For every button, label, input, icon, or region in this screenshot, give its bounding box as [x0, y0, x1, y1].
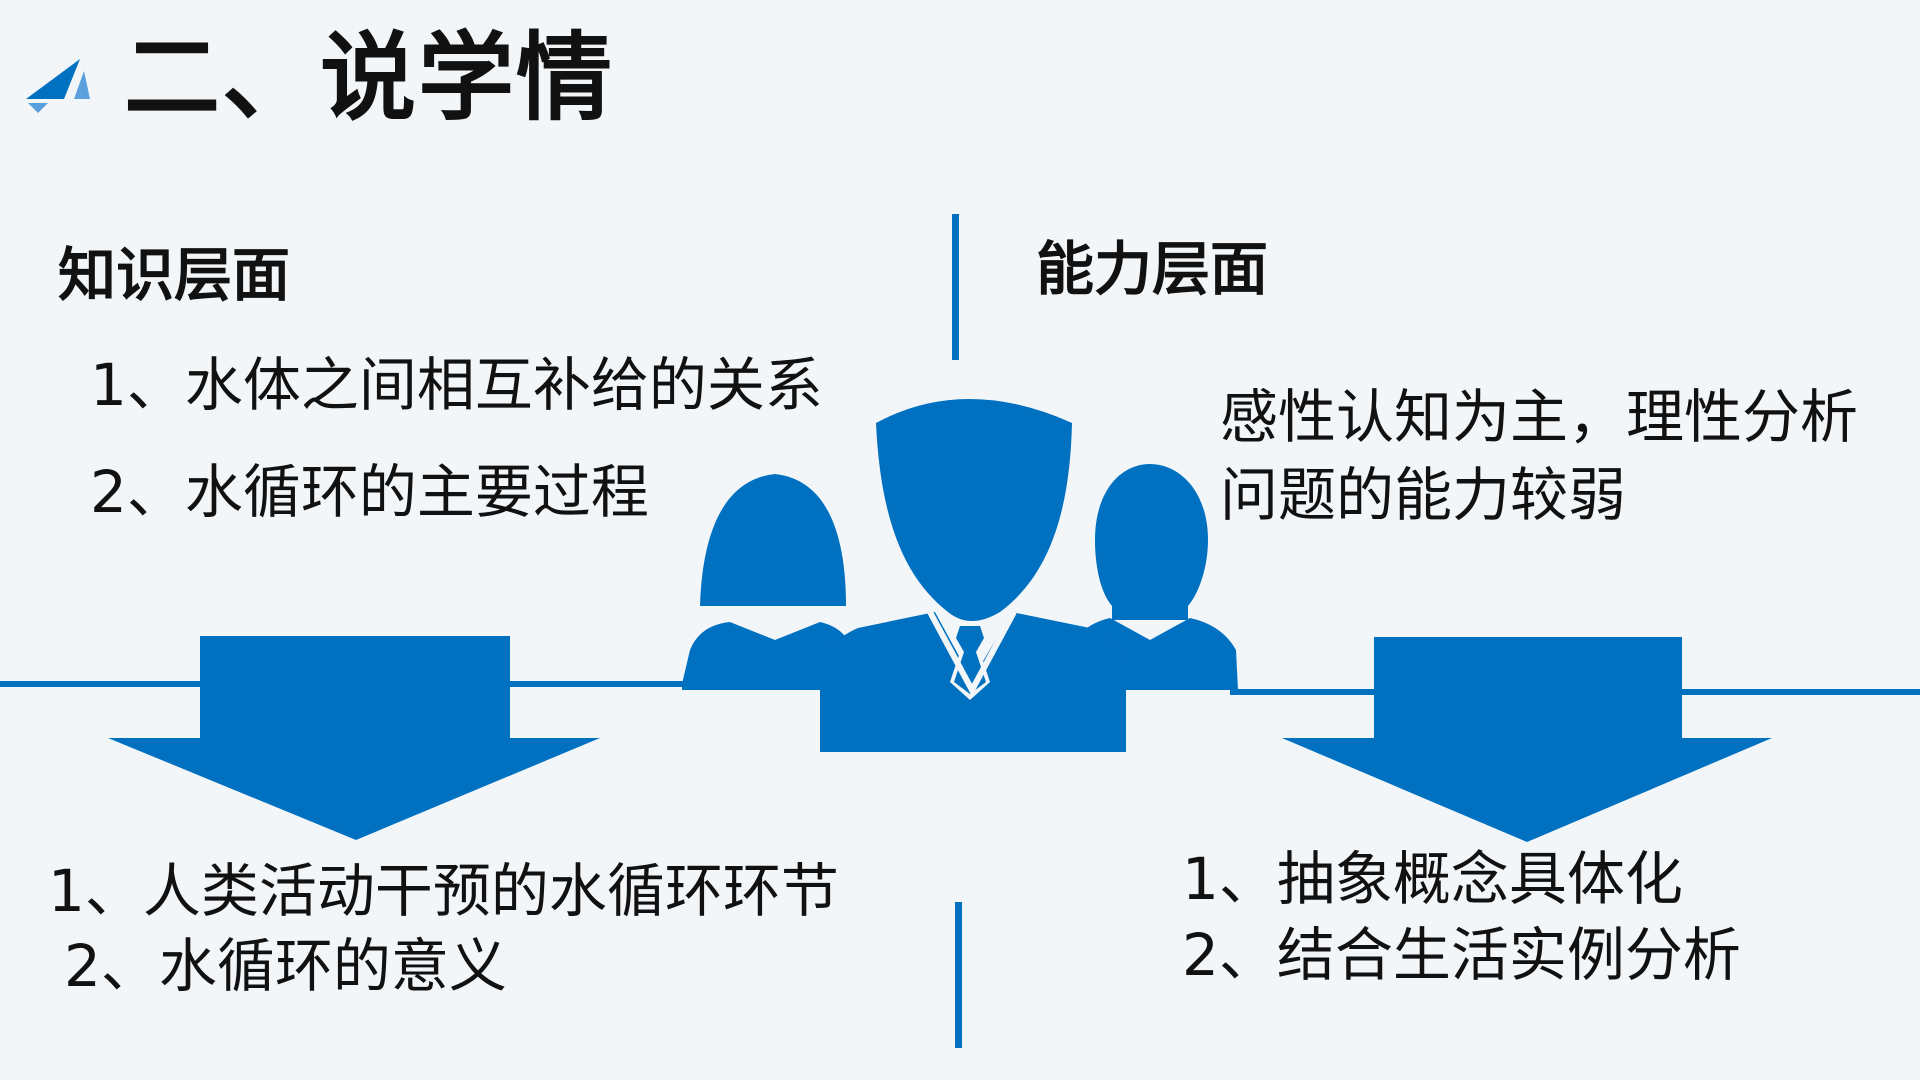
ability-after-item-1: 1、抽象概念具体化 [1182, 845, 1683, 913]
right-down-arrow-icon [1282, 637, 1772, 842]
left-down-arrow-icon [108, 636, 600, 840]
ability-before-text: 感性认知为主，理性分析问题的能力较弱 [1220, 383, 1859, 530]
page-title: 二、说学情 [124, 22, 614, 134]
triangle-arrow-icon [26, 59, 90, 113]
knowledge-before-item-1: 1、水体之间相互补给的关系 [90, 351, 823, 419]
knowledge-after-item-2: 2、水循环的意义 [64, 932, 507, 1000]
knowledge-after-item-1: 1、人类活动干预的水循环环节 [48, 857, 839, 925]
knowledge-before-item-2: 2、水循环的主要过程 [90, 458, 649, 526]
people-group-icon [682, 399, 1238, 752]
ability-heading: 能力层面 [1036, 235, 1269, 303]
bottom-vertical-divider [955, 902, 962, 1048]
knowledge-heading: 知识层面 [58, 241, 291, 309]
top-vertical-divider [952, 214, 959, 360]
ability-after-item-2: 2、结合生活实例分析 [1182, 921, 1741, 989]
